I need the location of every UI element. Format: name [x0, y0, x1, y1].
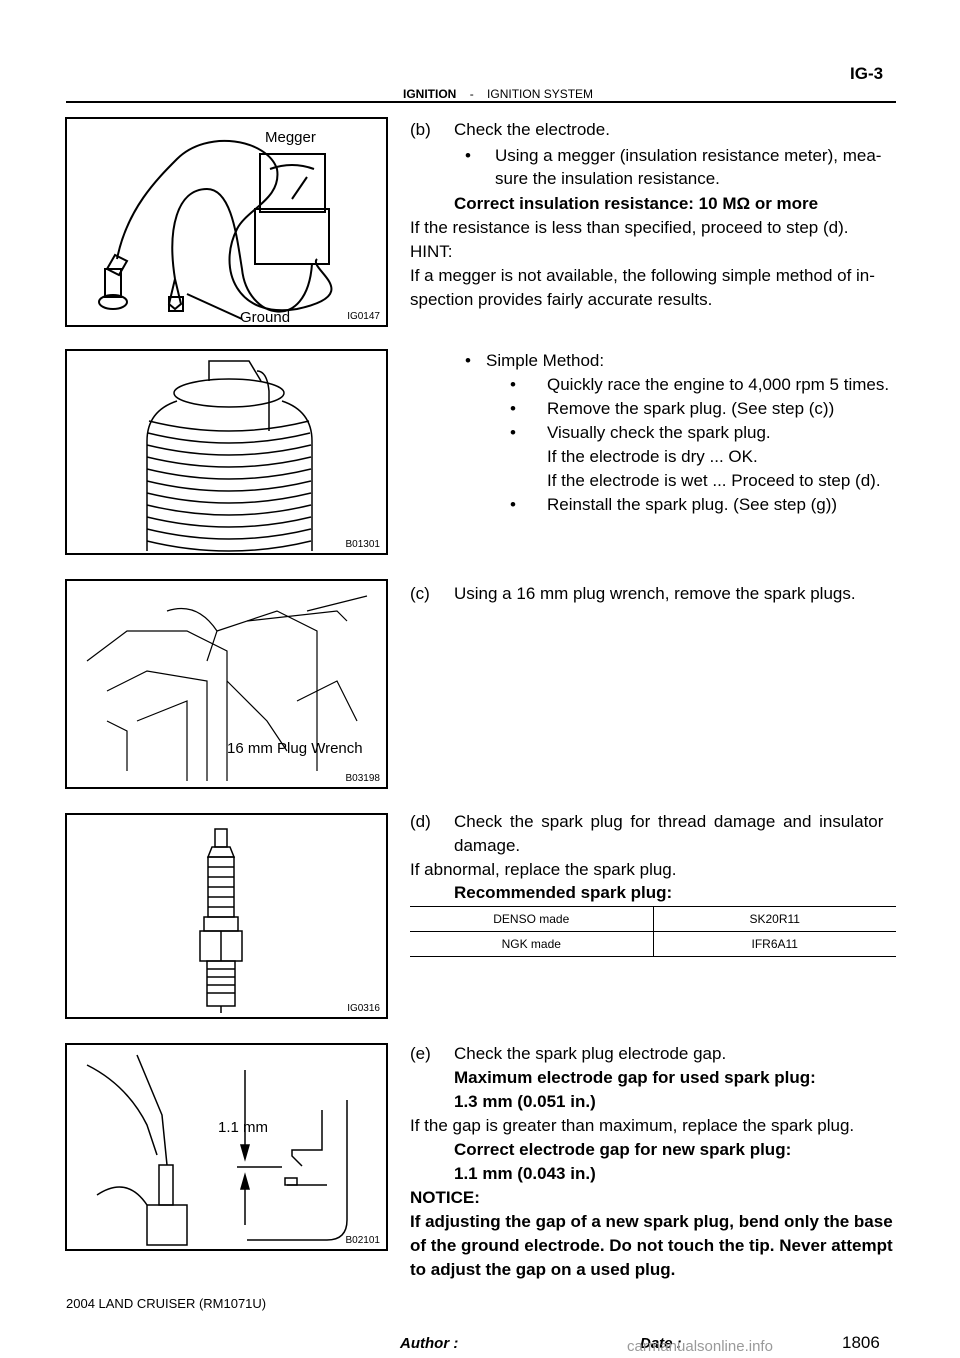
page-code: IG-3 — [850, 64, 884, 83]
new-gap-value: 1.1 mm (0.043 in.) — [454, 1164, 596, 1183]
subsection-name: IGNITION SYSTEM — [487, 87, 594, 101]
figure-code: IG0316 — [347, 1003, 380, 1014]
label-megger: Megger — [265, 129, 316, 146]
simple-method-item: Visually check the spark plug. — [547, 423, 771, 442]
figure-code: B02101 — [345, 1235, 380, 1246]
notice-line1: If adjusting the gap of a new spark plug… — [410, 1212, 893, 1231]
simple-method-item: Quickly race the engine to 4,000 rpm 5 t… — [547, 375, 890, 394]
step-c-label: (c) — [410, 584, 430, 603]
section-separator: - — [469, 87, 474, 101]
recommended-plug-title: Recommended spark plug: — [454, 883, 673, 902]
step-e-text: Check the spark plug electrode gap. — [454, 1044, 727, 1063]
spark-plug-table: DENSO made SK20R11 NGK made IFR6A11 — [410, 906, 896, 957]
bullet-icon: • — [510, 399, 516, 418]
header-rule — [66, 101, 896, 103]
max-gap-title: Maximum electrode gap for used spark plu… — [454, 1068, 816, 1087]
gap-gauge-illustration — [86, 1054, 348, 1246]
hint-label: HINT: — [410, 242, 453, 261]
step-c-text: Using a 16 mm plug wrench, remove the sp… — [454, 584, 856, 603]
notice-line2: of the ground electrode. Do not touch th… — [410, 1236, 893, 1255]
step-d-line2: damage. — [454, 836, 521, 855]
step-e-note: If the gap is greater than maximum, repl… — [410, 1116, 855, 1135]
simple-method-item: Reinstall the spark plug. (See step (g)) — [547, 495, 838, 514]
table-cell: DENSO made — [410, 906, 653, 932]
step-d-label: (d) — [410, 812, 431, 831]
figure-code: B01301 — [345, 539, 380, 550]
simple-method-item: If the electrode is wet ... Proceed to s… — [547, 471, 881, 490]
bullet-icon: • — [465, 351, 471, 370]
step-b-bullet-line2: sure the insulation resistance. — [495, 169, 720, 188]
figure-spark-plug-insulator: B01301 — [65, 349, 388, 555]
page-number: 1806 — [842, 1333, 880, 1352]
step-b-bullet-line1: Using a megger (insulation resistance me… — [495, 146, 882, 165]
figure-spark-plug: IG0316 — [65, 813, 388, 1019]
simple-method-title: Simple Method: — [486, 351, 605, 370]
megger-illustration — [98, 139, 333, 320]
label-gap-1-1mm: 1.1 mm — [218, 1119, 269, 1136]
notice-label: NOTICE: — [410, 1188, 480, 1207]
date-label: Date : — [640, 1335, 682, 1352]
simple-method-item: Remove the spark plug. (See step (c)) — [547, 399, 835, 418]
section-name: IGNITION — [403, 87, 457, 101]
table-cell: IFR6A11 — [652, 931, 896, 957]
bullet-icon: • — [510, 375, 516, 394]
step-b-note: If the resistance is less than specified… — [410, 218, 849, 237]
figure-gap-gauge: 1.1 mm B02101 — [65, 1043, 388, 1251]
simple-method-item: If the electrode is dry ... OK. — [547, 447, 758, 466]
label-ground: Ground — [240, 309, 291, 326]
max-gap-value: 1.3 mm (0.051 in.) — [454, 1092, 596, 1111]
spark-plug-illustration — [199, 828, 243, 1013]
figure-code: B03198 — [345, 773, 380, 784]
figure-code: IG0147 — [347, 311, 380, 322]
hint-line2: spection provides fairly accurate result… — [410, 290, 713, 309]
table-cell: SK20R11 — [652, 906, 896, 932]
step-b-spec: Correct insulation resistance: 10 MΩ or … — [454, 194, 819, 213]
hint-line1: If a megger is not available, the follow… — [410, 266, 875, 285]
section-header: IGNITION - IGNITION SYSTEM — [403, 87, 593, 101]
step-d-line1: Check the spark plug for thread damage a… — [454, 812, 884, 831]
step-b-label: (b) — [410, 120, 431, 139]
new-gap-title: Correct electrode gap for new spark plug… — [454, 1140, 792, 1159]
label-16mm-plug-wrench: 16 mm Plug Wrench — [227, 740, 363, 757]
bullet-icon: • — [465, 146, 471, 165]
table-row: DENSO made SK20R11 — [410, 906, 896, 932]
bullet-icon: • — [510, 423, 516, 442]
step-d-note: If abnormal, replace the spark plug. — [410, 860, 677, 879]
table-cell: NGK made — [410, 931, 653, 957]
figure-megger: Megger Ground IG0147 — [65, 117, 388, 327]
figure-plug-wrench: 16 mm Plug Wrench B03198 — [65, 579, 388, 789]
bullet-icon: • — [510, 495, 516, 514]
step-b-heading: Check the electrode. — [454, 120, 610, 139]
author-label: Author : — [400, 1335, 459, 1352]
table-row: NGK made IFR6A11 — [410, 931, 896, 957]
step-e-label: (e) — [410, 1044, 431, 1063]
spark-plug-insulator-illustration — [146, 360, 313, 552]
notice-line3: to adjust the gap on a used plug. — [410, 1260, 676, 1279]
footer-model: 2004 LAND CRUISER (RM1071U) — [66, 1296, 267, 1311]
plug-wrench-illustration — [86, 595, 368, 781]
watermark: carmanualsonline.info — [627, 1338, 773, 1355]
